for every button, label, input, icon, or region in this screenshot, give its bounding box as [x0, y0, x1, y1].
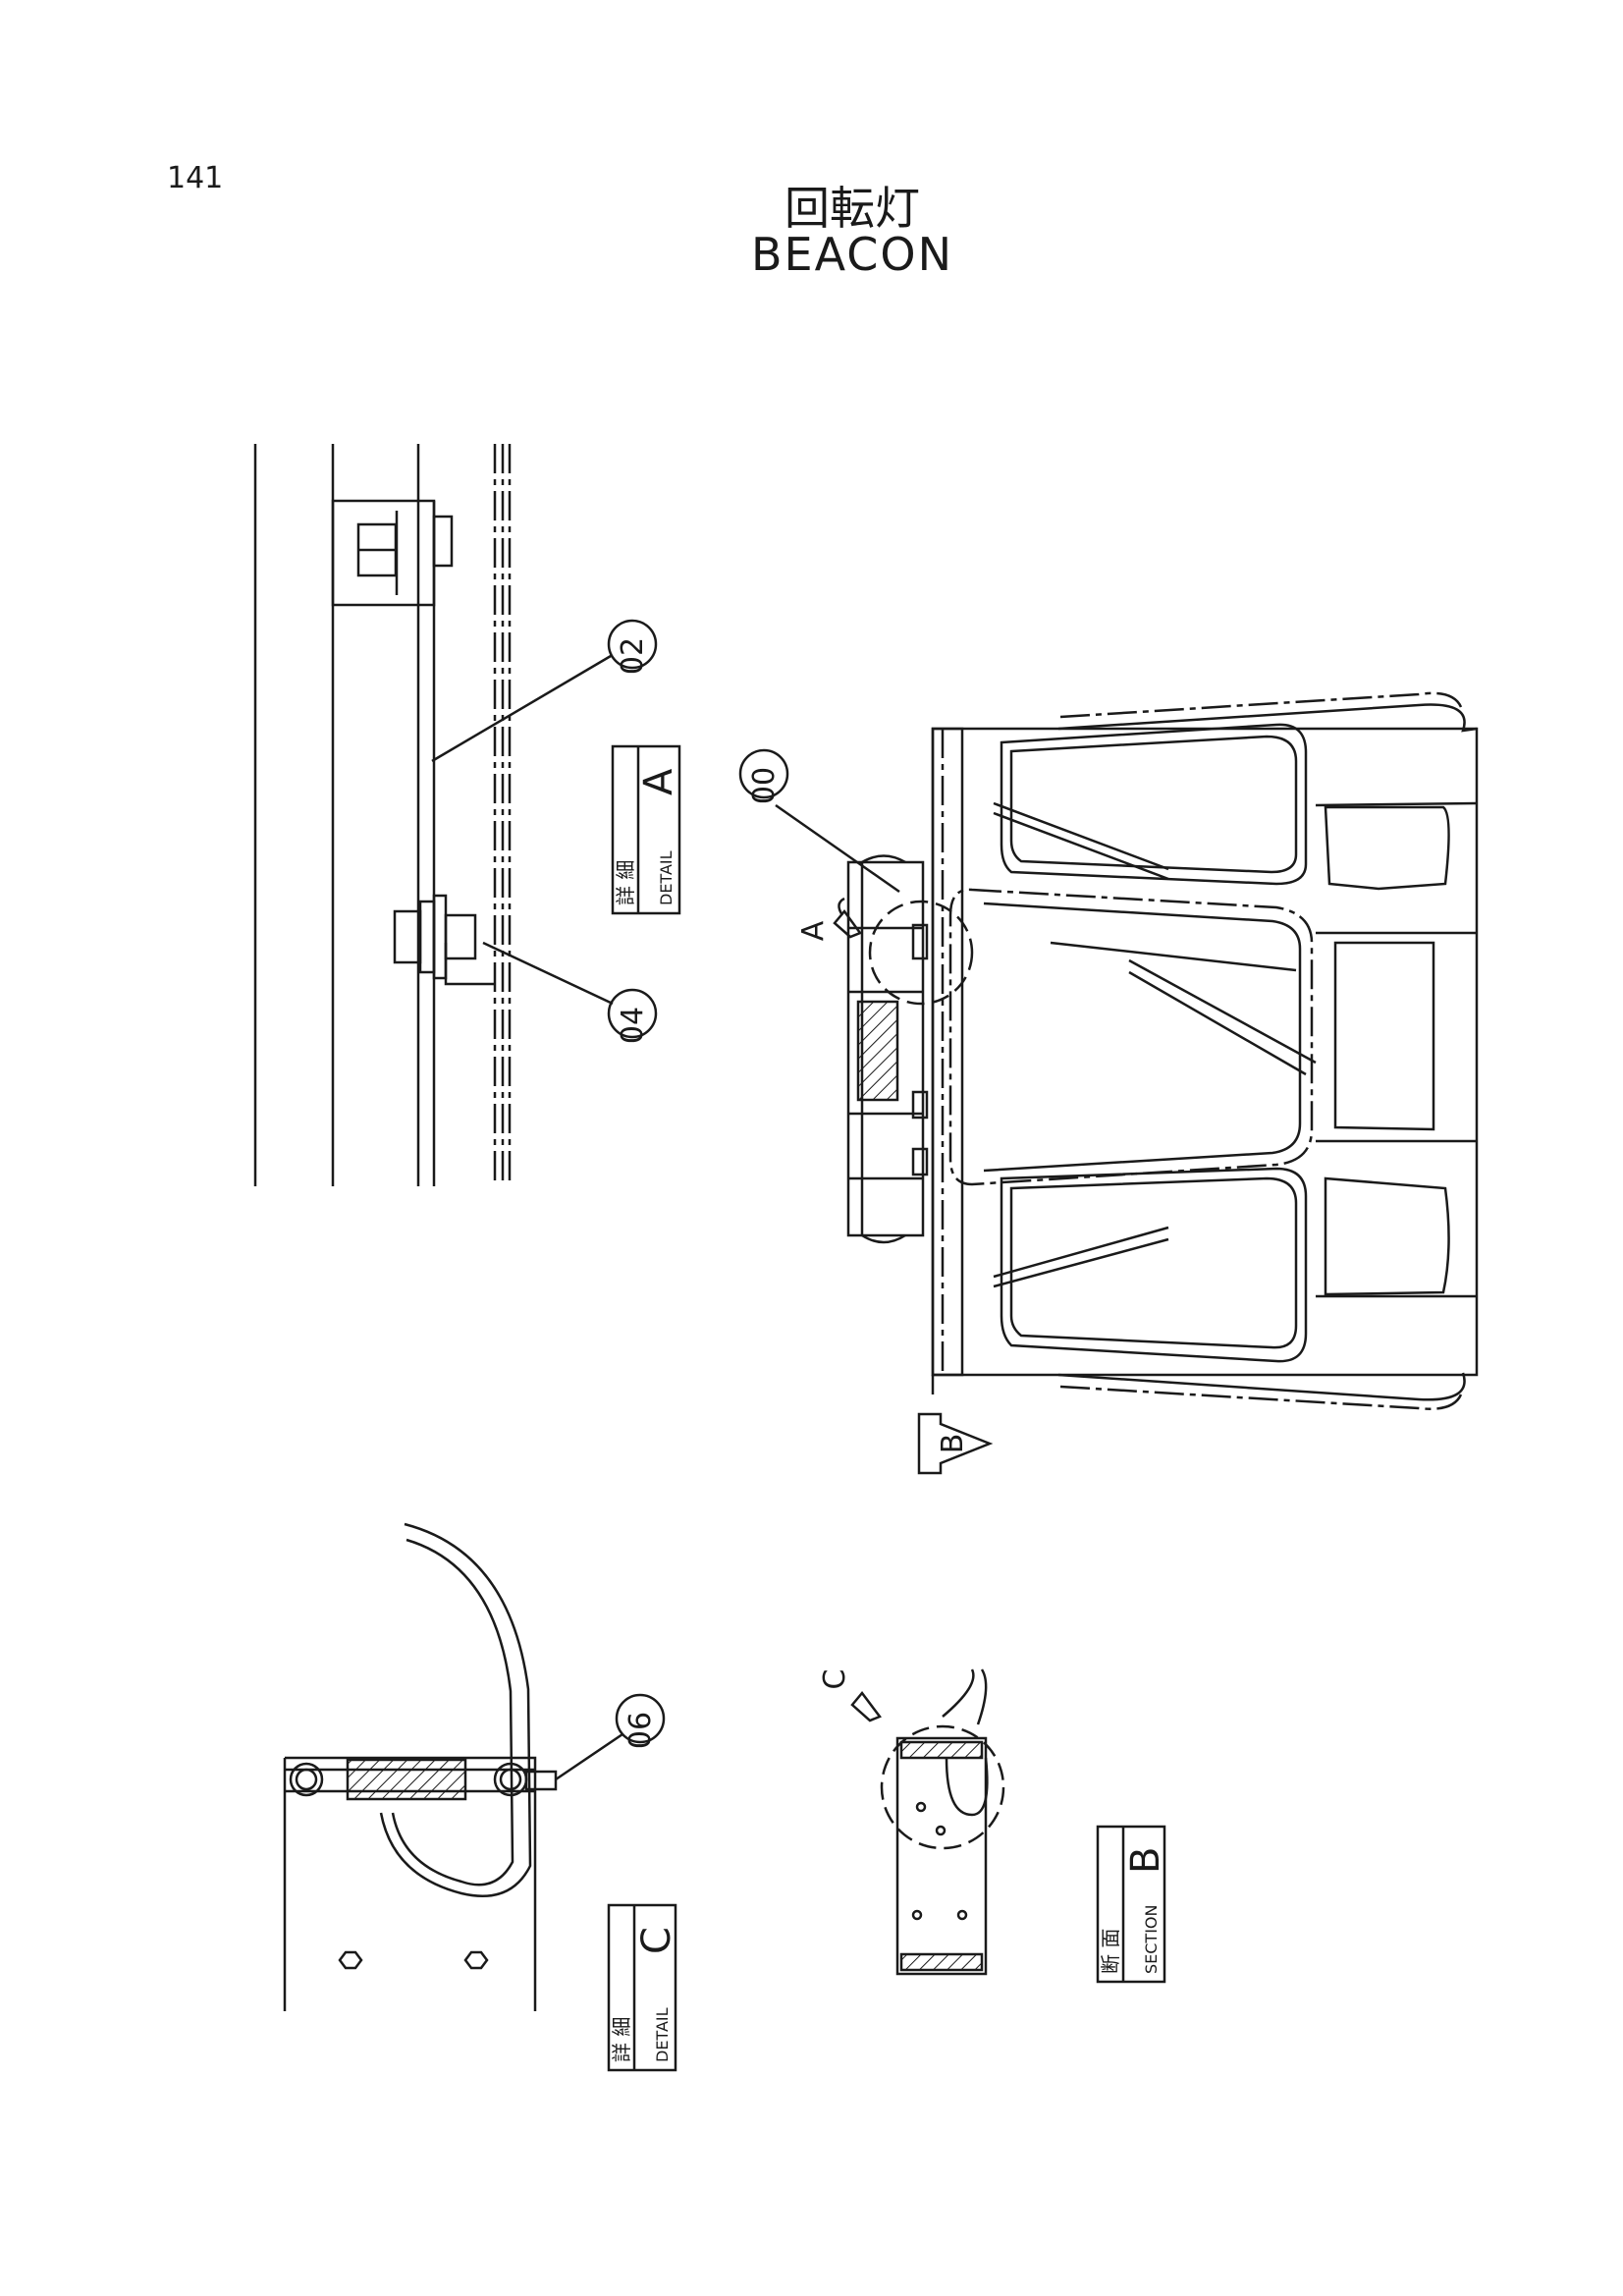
- detail-a-letter: A: [636, 768, 681, 795]
- callout-00: 00: [747, 767, 782, 804]
- main-cab-view: [738, 691, 1479, 1475]
- section-b-en: SECTION: [1142, 1905, 1161, 1975]
- detail-c-view: [283, 1522, 677, 2072]
- detail-a-jp: 詳 細: [614, 860, 637, 905]
- detail-a-en: DETAIL: [657, 850, 676, 905]
- detail-a-view: [253, 444, 681, 1186]
- page-title: BEACON: [750, 228, 954, 281]
- section-b-jp: 断 面: [1099, 1929, 1122, 1974]
- callout-02: 02: [616, 637, 650, 675]
- view-label-c: C: [818, 1669, 852, 1690]
- detail-a-label: 詳 細 DETAIL A: [614, 768, 681, 905]
- detail-c-en: DETAIL: [653, 2007, 672, 2062]
- detail-c-letter: C: [634, 1927, 679, 1954]
- detail-c-label: 詳 細 DETAIL C: [610, 1927, 679, 2062]
- page-title-japanese: 回転灯: [784, 182, 920, 235]
- section-b-letter: B: [1123, 1847, 1168, 1874]
- callout-06: 06: [623, 1712, 658, 1749]
- view-label-a: A: [796, 920, 831, 941]
- detail-c-jp: 詳 細: [610, 2017, 633, 2062]
- section-b-view: [850, 1668, 1166, 1984]
- view-label-b: B: [936, 1434, 970, 1454]
- callout-04: 04: [616, 1007, 650, 1044]
- section-b-label: 断 面 SECTION B: [1099, 1847, 1168, 1974]
- page-number: 141: [167, 161, 224, 195]
